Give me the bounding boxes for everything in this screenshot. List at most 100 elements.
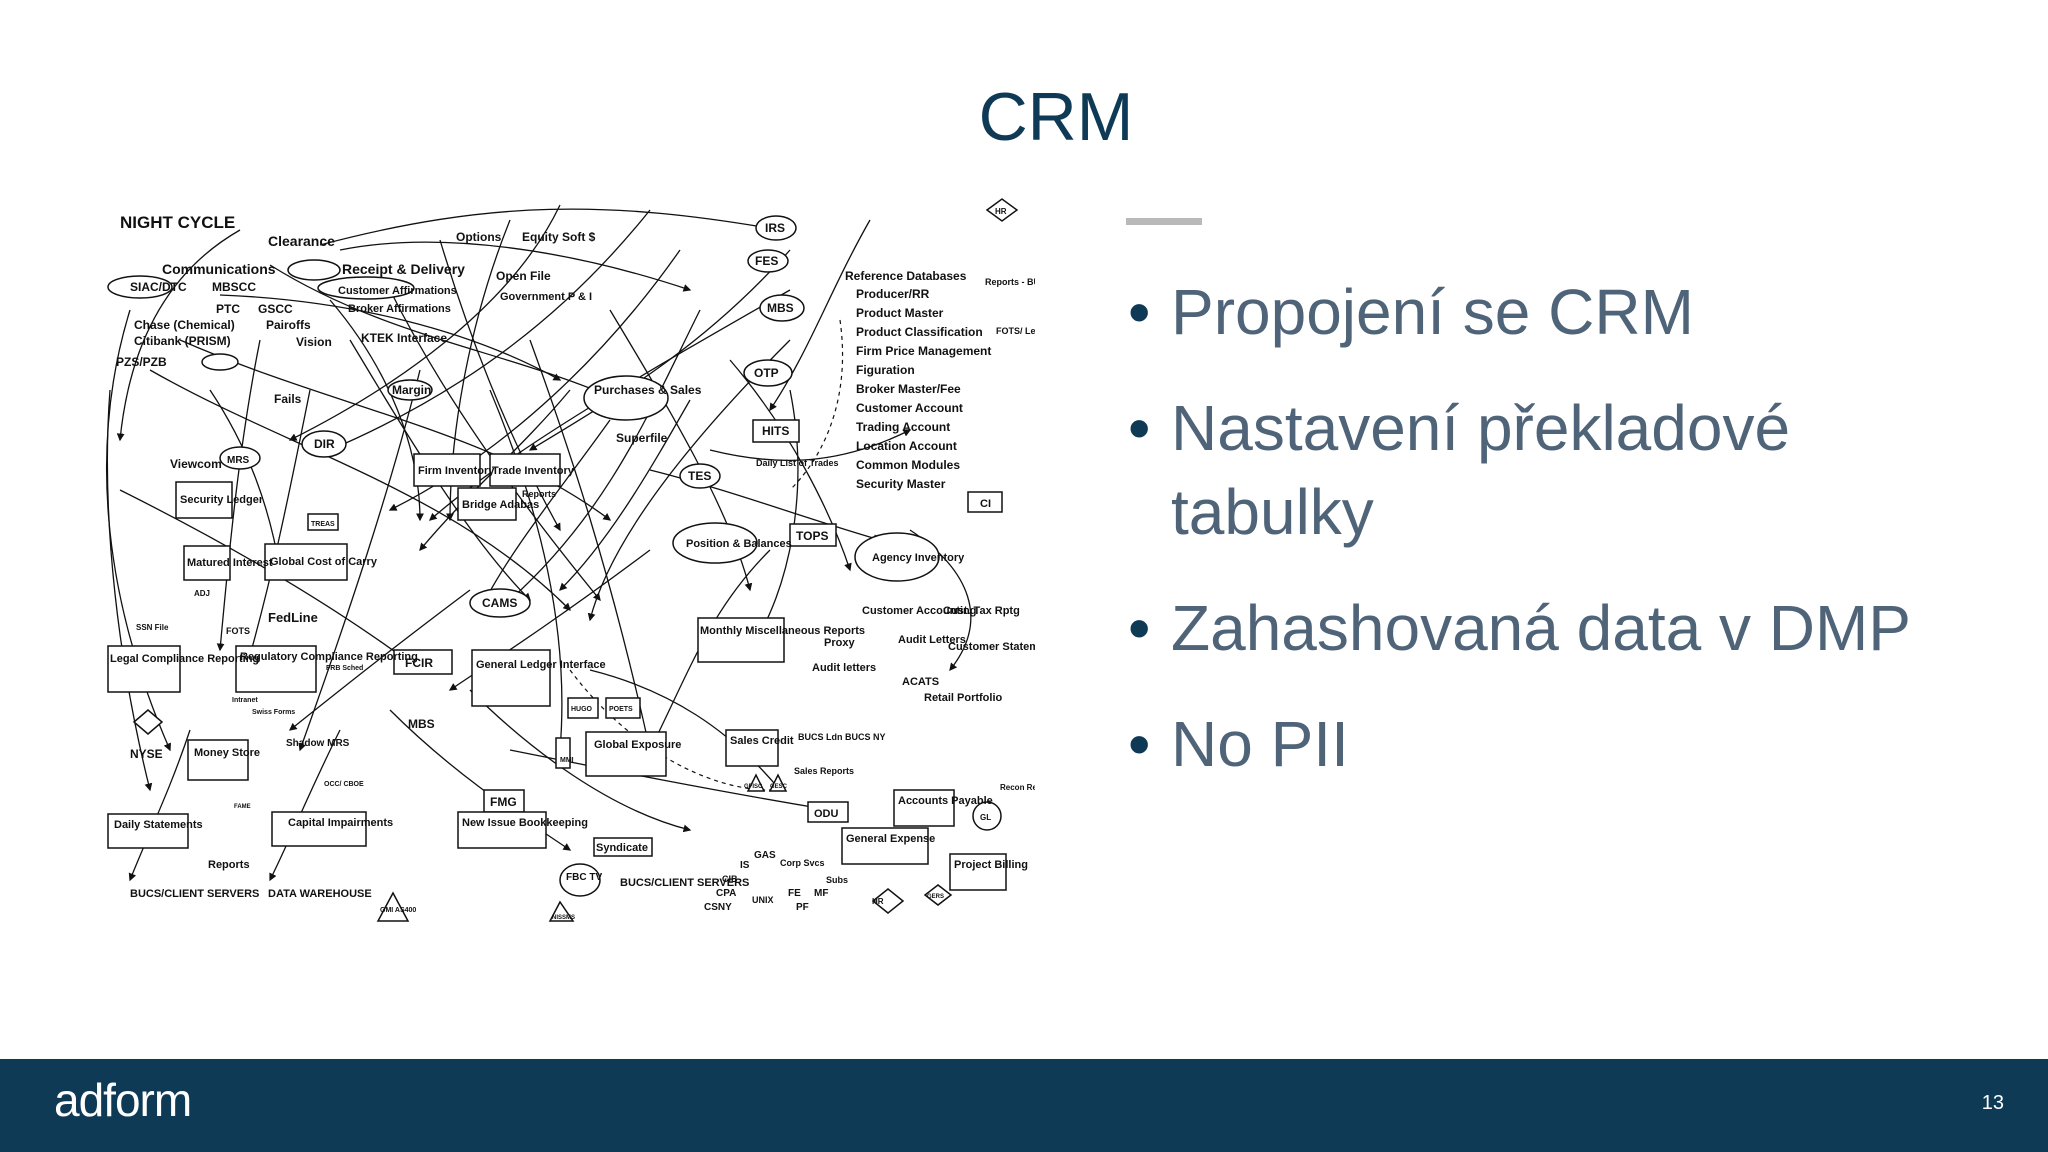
diagram-label: GL: [980, 813, 991, 822]
diagram-label: General Ledger Interface: [476, 659, 606, 671]
diagram-label: FOTS/ Legal: [996, 326, 1035, 336]
diagram-label: POETS: [609, 706, 633, 713]
diagram-label: PF: [796, 902, 809, 913]
diagram-label: CSNY: [704, 902, 732, 913]
diagram-label: NISSMS: [552, 915, 575, 921]
diagram-label: GMI AS400: [380, 907, 416, 914]
diagram-label: Producer/RR: [856, 287, 930, 301]
diagram-label: Security Master: [856, 477, 946, 491]
diagram-label: Margin: [392, 383, 431, 397]
bullet-text: Zahashovaná data v DMP: [1171, 592, 1911, 664]
diagram-label: Daily List of Trades: [756, 458, 839, 468]
slide-title: CRM: [978, 79, 1134, 155]
diagram-label: CI: [980, 498, 991, 510]
diagram-label: FE: [788, 888, 801, 899]
diagram-label: Sales Credit: [730, 735, 794, 747]
diagram-label: GESC: [770, 784, 788, 790]
diagram-label: Government P & I: [500, 291, 592, 303]
diagram-label: Equity Soft $: [522, 230, 596, 244]
diagram-label: KTEK Interface: [361, 331, 447, 345]
diagram-label: Retail Portfolio: [924, 692, 1003, 704]
diagram-label: TOPS: [796, 529, 828, 543]
diagram-label: GAS: [754, 850, 776, 861]
bullet-item: •No PII: [1128, 702, 2008, 786]
page-number: 13: [1981, 1092, 2004, 1114]
diagram-label: HUGO: [571, 706, 593, 713]
diagram-label: CPA: [716, 888, 736, 899]
diagram-label: Product Master: [856, 306, 944, 320]
diagram-label: Broker Affirmations: [348, 303, 451, 315]
diagram-label: Firm Inventory: [418, 465, 495, 477]
diagram-label: FCIR: [405, 656, 433, 670]
diagram-label: Viewcom: [170, 457, 222, 471]
diagram-label: Daily Statements: [114, 819, 203, 831]
diagram-label: Legal Compliance Reporting: [110, 653, 259, 665]
diagram-label: Trade Inventory: [492, 465, 575, 477]
adform-logo: adform: [54, 1074, 192, 1126]
diagram-label: New Issue Bookkeeping: [462, 817, 588, 829]
diagram-label: Recon Report: [1000, 783, 1035, 792]
diagram-label: TES: [688, 469, 711, 483]
diagram-label: PTC: [216, 302, 240, 316]
diagram-label: UNIX: [752, 895, 774, 905]
diagram-label: CIB: [722, 874, 738, 884]
diagram-label: Chase (Chemical): [134, 318, 235, 332]
bullet-dot-icon: •: [1128, 276, 1151, 348]
diagram-label: Shadow MRS: [286, 738, 350, 749]
night-cycle-diagram: NIGHT CYCLE Clearance Communications Rec…: [106, 198, 1035, 922]
diagram-label: Receipt & Delivery: [342, 261, 465, 277]
diagram-label: GSCC: [258, 302, 293, 316]
bullet-dot-icon: •: [1128, 392, 1151, 464]
diagram-label: Location Account: [856, 439, 957, 453]
bullet-item: •Zahashovaná data v DMP: [1128, 586, 2008, 670]
diagram-label: HR: [872, 897, 884, 906]
diagram-label: Corp Svcs: [780, 858, 825, 868]
diagram-label: MBSCC: [212, 280, 256, 294]
diagram-label: Broker Master/Fee: [856, 382, 961, 396]
diagram-label: Citibank (PRISM): [134, 334, 231, 348]
diagram-label: Matured Interest: [187, 557, 273, 569]
diagram-label: NYSE: [130, 747, 163, 761]
diagram-label: Figuration: [856, 363, 915, 377]
diagram-label: ODU: [814, 808, 839, 820]
diagram-label: HR: [995, 207, 1007, 216]
diagram-label: Reference Databases: [845, 269, 967, 283]
diagram-label: Clearance: [268, 233, 335, 249]
diagram-label: Global Exposure: [594, 739, 681, 751]
diagram-label: Project Billing: [954, 859, 1028, 871]
diagram-label: MMI: [560, 757, 574, 764]
diagram-label: GERS: [927, 894, 944, 900]
diagram-label: IRS: [765, 221, 785, 235]
diagram-label: ADJ: [194, 589, 210, 598]
diagram-label: Position & Balances: [686, 538, 792, 550]
diagram-label: Trading Account: [856, 420, 950, 434]
diagram-label: Reports: [522, 489, 556, 499]
diagram-label: MF: [814, 888, 828, 899]
diagram-label: Communications: [162, 261, 276, 277]
diagram-label: BUCS Ldn BUCS NY: [798, 732, 886, 742]
diagram-label: MBS: [408, 717, 435, 731]
accent-rule: [1126, 218, 1202, 225]
diagram-label: FRB Sched: [326, 665, 363, 672]
diagram-label: Cust. Tax Rptg: [943, 605, 1020, 617]
diagram-label: Firm Price Management: [856, 344, 991, 358]
diagram-label: Pairoffs: [266, 318, 311, 332]
diagram-label: SSN File: [136, 623, 169, 632]
bullet-list: •Propojení se CRM •Nastavení překladové …: [1128, 270, 2008, 818]
diagram-label: Reports: [208, 859, 250, 871]
diagram-label: FOTS: [226, 626, 250, 636]
diagram-label: Customer Statements: [948, 641, 1035, 653]
diagram-label: General Expense: [846, 833, 935, 845]
diagram-label: Customer Account: [856, 401, 963, 415]
diagram-label: Intranet: [232, 697, 258, 704]
diagram-label: Fails: [274, 392, 302, 406]
diagram-label: Swiss Forms: [252, 709, 295, 716]
diagram-label: DATA WAREHOUSE: [268, 888, 372, 900]
diagram-label: Audit letters: [812, 662, 876, 674]
diagram-label: BUCS/CLIENT SERVERS: [130, 888, 259, 900]
diagram-label: MRS: [227, 455, 250, 466]
diagram-label: IS: [740, 860, 750, 871]
diagram-label: Monthly Miscellaneous Reports: [700, 625, 865, 637]
diagram-label: Superfile: [616, 431, 668, 445]
diagram-label: Subs: [826, 875, 848, 885]
